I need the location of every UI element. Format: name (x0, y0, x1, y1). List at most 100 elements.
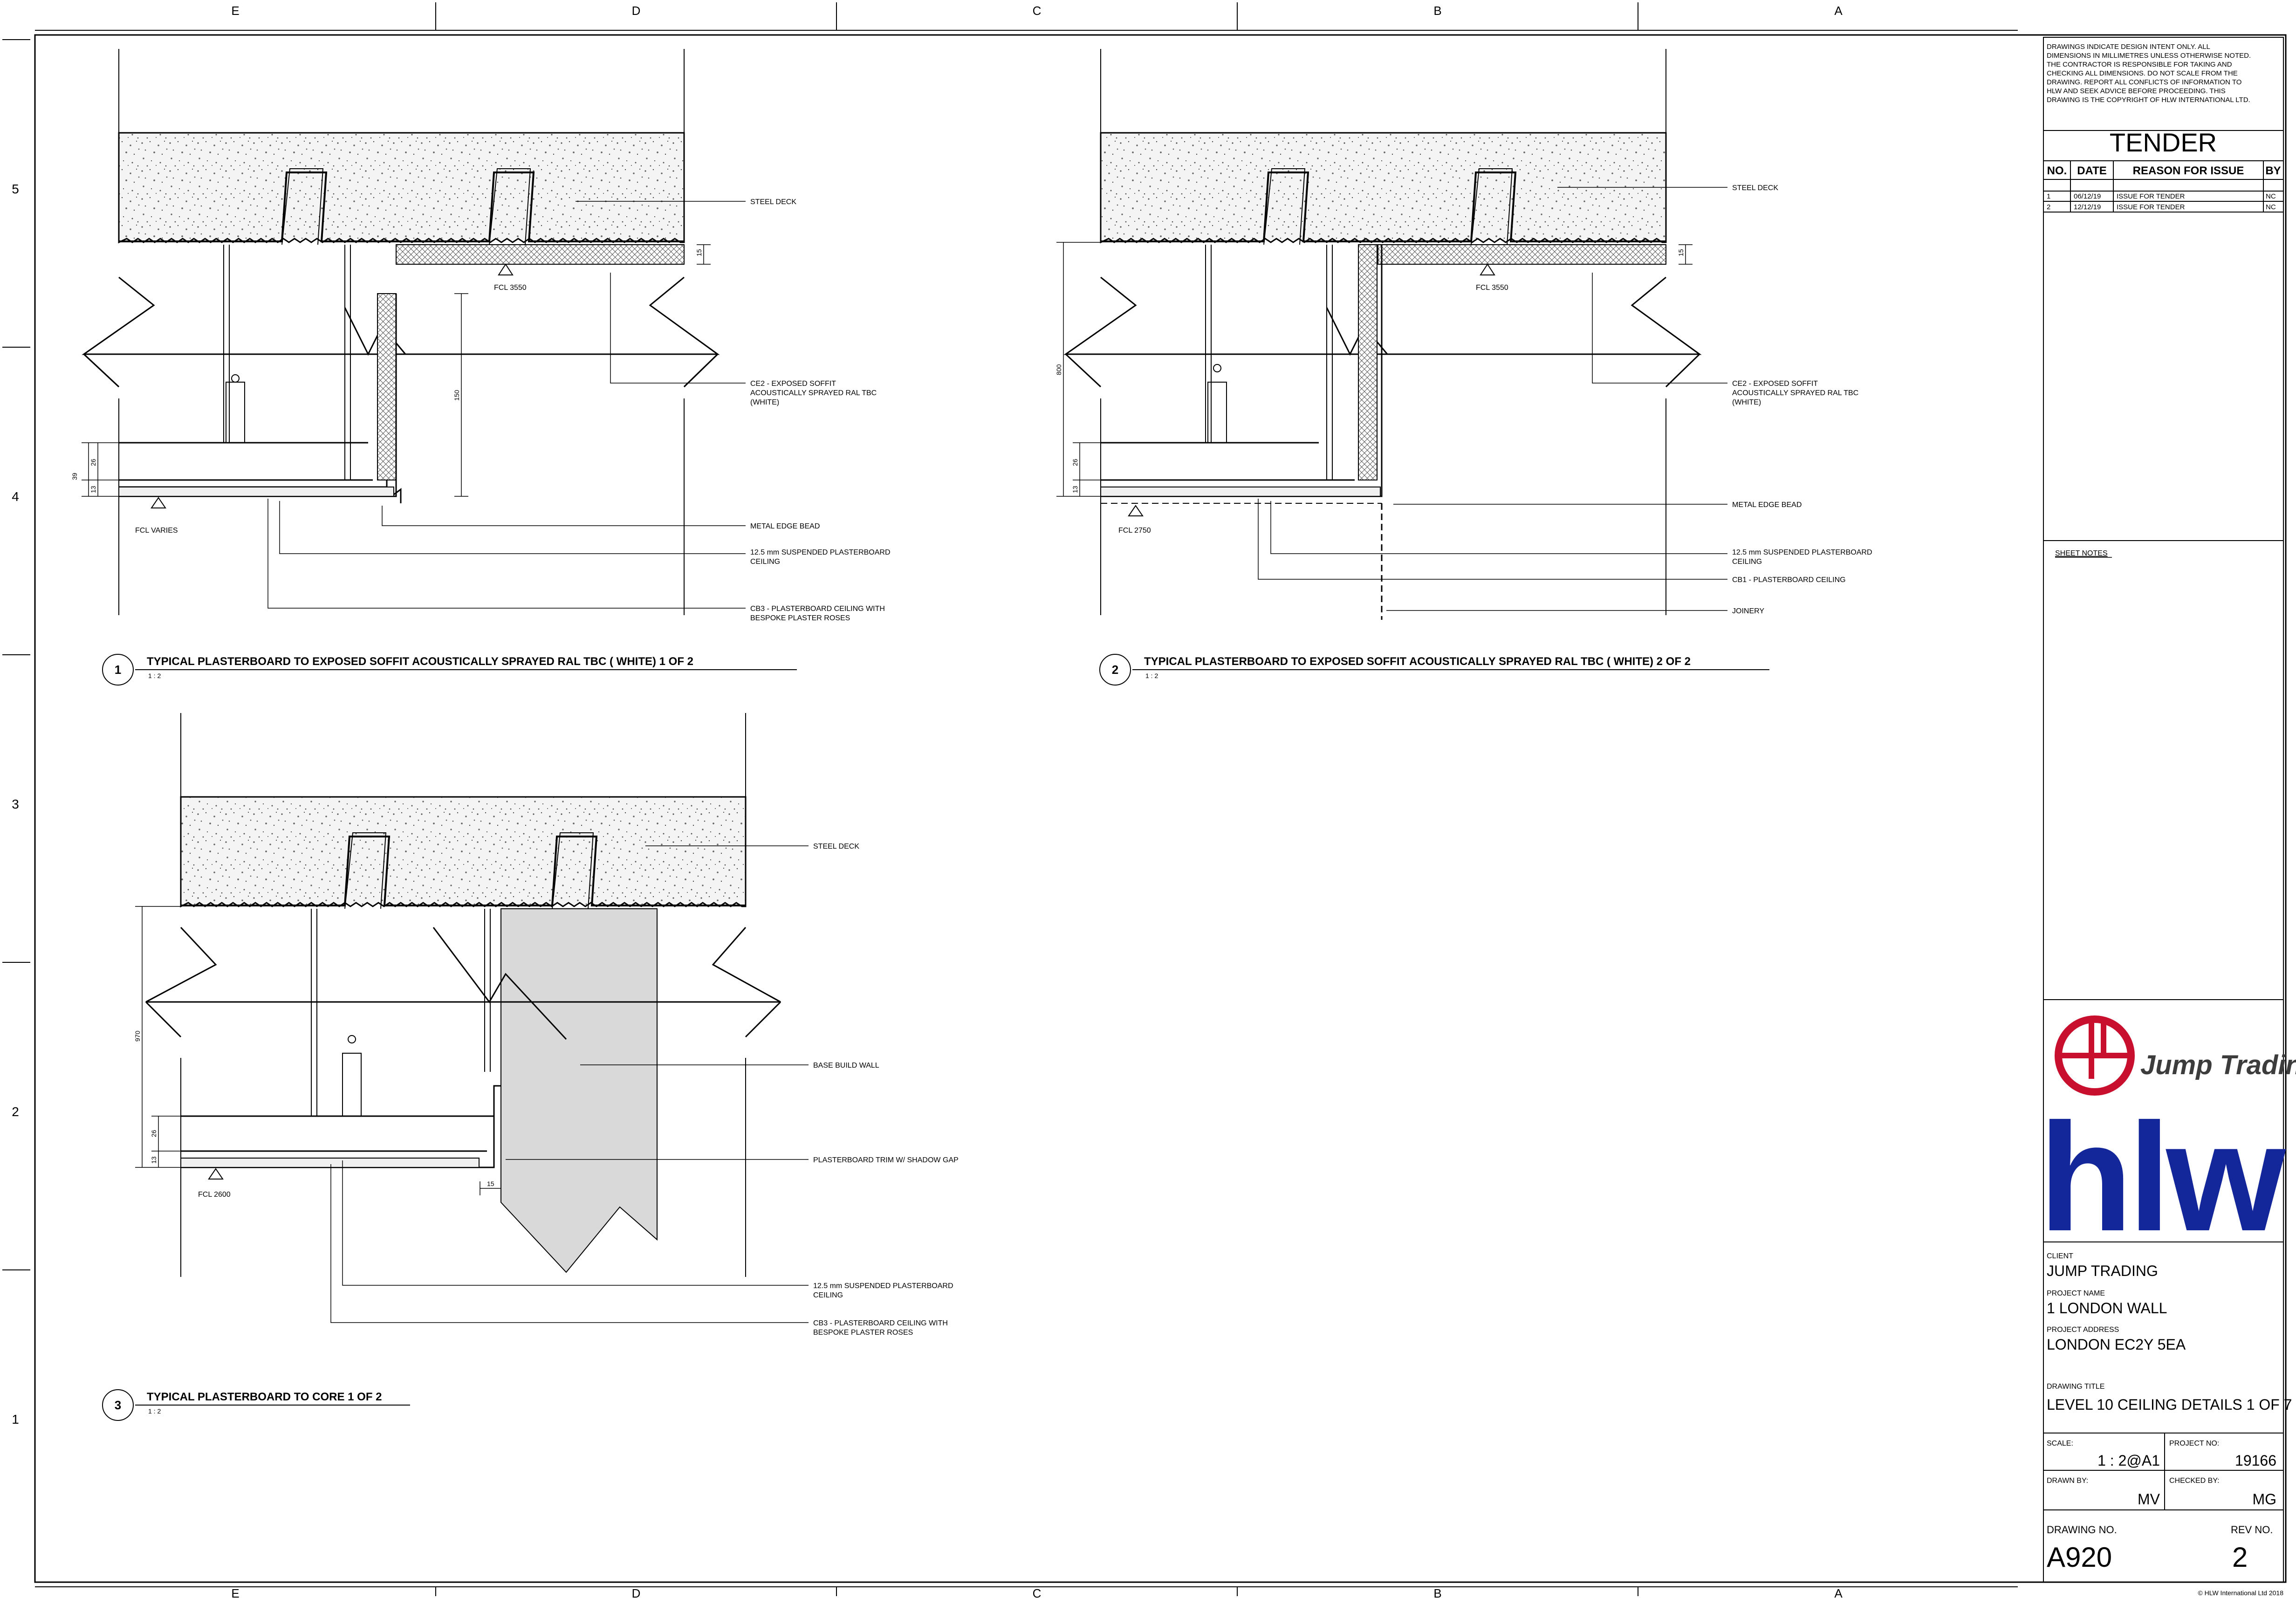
grid-col-bottom-d: D (632, 1586, 641, 1598)
detail1-fcl-varies-marker (151, 497, 166, 508)
detail3-dim-970: 970 (134, 1030, 141, 1042)
detail1-label-suspended-1: 12.5 mm SUSPENDED PLASTERBOARD (750, 549, 891, 556)
detail1-label-steel-deck: STEEL DECK (750, 198, 796, 206)
detail1-label-fcl-varies: FCL VARIES (135, 527, 178, 535)
grid-col-bottom-a: A (1834, 1586, 1843, 1598)
grid-row-2: 2 (12, 1104, 19, 1119)
detail3-leaders (330, 845, 809, 1323)
sheet-border (34, 30, 2287, 1587)
scale-value: 1 : 2@A1 (2097, 1452, 2160, 1469)
notes-line-4: CHECKING ALL DIMENSIONS. DO NOT SCALE FR… (2047, 69, 2238, 77)
rev2-reason: ISSUE FOR TENDER (2117, 203, 2185, 211)
client-label: CLIENT (2047, 1252, 2073, 1260)
detail1-plasterboard (118, 487, 394, 497)
detail2-fcl-bottom-marker (1128, 505, 1144, 516)
detail1-break-line (82, 276, 720, 355)
detail3-dim-26: 26 (150, 1130, 158, 1137)
detail2-fcl-marker (1480, 263, 1495, 275)
rev1-by: NC (2266, 192, 2276, 200)
detail1-dim-26: 26 (89, 459, 97, 466)
detail2-number: 2 (1112, 663, 1118, 677)
detail2-acoustic-spray (1378, 244, 1666, 265)
detail3-plasterboard (180, 1158, 480, 1168)
detail1-label-cb3-2: BESPOKE PLASTER ROSES (750, 614, 850, 622)
detail2-title: TYPICAL PLASTERBOARD TO EXPOSED SOFFIT A… (1144, 655, 1691, 668)
rev2-no: 2 (2047, 203, 2050, 211)
grid-row-5: 5 (12, 182, 19, 196)
notes-line-5: DRAWING. REPORT ALL CONFLICTS OF INFORMA… (2047, 78, 2241, 86)
grid-col-bottom-e: E (231, 1586, 239, 1598)
rev1-no: 1 (2047, 192, 2050, 200)
hlw-logo: hlw (2039, 1091, 2286, 1263)
detail2-label-fcl-bottom: FCL 2750 (1118, 527, 1151, 535)
detail2-dimension-lines (1056, 242, 1693, 497)
detail2-label-steel-deck: STEEL DECK (1732, 184, 1778, 192)
detail3-label-steel-deck: STEEL DECK (813, 843, 859, 850)
notes-line-7: DRAWING IS THE COPYRIGHT OF HLW INTERNAT… (2047, 96, 2250, 104)
detail3-steel-deck-profile (181, 836, 746, 906)
project-name-value: 1 LONDON WALL (2047, 1300, 2167, 1317)
detail2-ceiling-build-up (1101, 245, 1383, 497)
checked-by-label: CHECKED BY: (2169, 1477, 2220, 1485)
detail2-leaders (1258, 187, 1727, 611)
detail2-label-edge-bead: METAL EDGE BEAD (1732, 501, 1802, 509)
grid-col-top-e: E (231, 4, 239, 18)
scale-label: SCALE: (2047, 1440, 2073, 1447)
detail1-label-ce2-line3: (WHITE) (750, 398, 779, 406)
detail1-title: TYPICAL PLASTERBOARD TO EXPOSED SOFFIT A… (147, 655, 693, 668)
rev-header-date: DATE (2077, 165, 2107, 177)
grid-col-bottom-c: C (1033, 1586, 1042, 1598)
detail3-number-bubble (102, 1389, 134, 1421)
jump-trading-logo-text: Jump Trading (2140, 1050, 2296, 1080)
detail1-dim-13: 13 (89, 486, 97, 493)
detail-3: STEEL DECK BASE BUILD WALL PLASTERBOARD … (102, 713, 959, 1421)
detail1-wall-lining (377, 293, 397, 480)
project-name-label: PROJECT NAME (2047, 1289, 2105, 1297)
detail1-label-ce2-line1: CE2 - EXPOSED SOFFIT (750, 380, 836, 388)
grid-col-top-d: D (632, 4, 641, 18)
detail3-hangers (311, 909, 491, 1117)
project-address-value: LONDON EC2Y 5EA (2047, 1336, 2186, 1353)
sheet-notes-heading: SHEET NOTES (2055, 549, 2108, 557)
detail1-steel-deck-profile (119, 171, 684, 242)
detail3-base-build-wall (500, 908, 658, 1273)
detail1-label-fcl-top: FCL 3550 (494, 284, 527, 292)
detail2-scale: 1 : 2 (1145, 672, 1158, 679)
project-no-value: 19166 (2235, 1452, 2276, 1469)
notes-line-6: HLW AND SEEK ADVICE BEFORE PROCEEDING. T… (2047, 87, 2226, 95)
detail1-column-lines (118, 49, 685, 615)
client-value: JUMP TRADING (2047, 1262, 2158, 1279)
detail2-dim-13: 13 (1071, 486, 1079, 493)
rev-header-by: BY (2265, 165, 2281, 177)
detail-1: STEEL DECK FCL 3550 CE2 - EXPOSED SOFFIT… (71, 49, 891, 686)
detail1-dimension-lines (82, 244, 711, 497)
drawing-no-label: DRAWING NO. (2047, 1524, 2117, 1536)
notes-line-3: THE CONTRACTOR IS RESPONSIBLE FOR TAKING… (2047, 61, 2232, 69)
drawing-no-value: A920 (2047, 1542, 2112, 1573)
detail1-number: 1 (115, 663, 121, 677)
detail3-break-line (145, 926, 781, 1003)
grid-col-top-b: B (1433, 4, 1441, 18)
detail2-label-suspended-1: 12.5 mm SUSPENDED PLASTERBOARD (1732, 549, 1872, 556)
detail2-break-line (1063, 276, 1702, 355)
detail1-scale: 1 : 2 (148, 672, 161, 679)
detail3-label-cb3-2: BESPOKE PLASTER ROSES (813, 1329, 913, 1337)
detail2-hangers (1205, 245, 1333, 480)
rev-no-value: 2 (2232, 1542, 2248, 1573)
detail3-ceiling-build-up (181, 1085, 501, 1168)
detail1-dim-15: 15 (695, 249, 703, 256)
detail-2: STEEL DECK FCL 3550 CE2 - EXPOSED SOFFIT… (1055, 49, 1872, 686)
detail3-label-base-build-wall: BASE BUILD WALL (813, 1062, 879, 1070)
detail3-label-trim: PLASTERBOARD TRIM W/ SHADOW GAP (813, 1156, 959, 1164)
detail2-label-ce2-line2: ACOUSTICALLY SPRAYED RAL TBC (1732, 389, 1858, 397)
detail2-label-joinery: JOINERY (1732, 607, 1764, 615)
grid-row-1: 1 (12, 1412, 19, 1427)
drawn-by-label: DRAWN BY: (2047, 1477, 2088, 1485)
rev1-reason: ISSUE FOR TENDER (2117, 192, 2185, 200)
detail1-leaders (267, 201, 746, 609)
detail1-label-ce2-line2: ACOUSTICALLY SPRAYED RAL TBC (750, 389, 877, 397)
detail2-plasterboard (1100, 487, 1381, 497)
grid-col-top-c: C (1033, 4, 1042, 18)
detail1-ceiling-build-up (119, 294, 402, 503)
